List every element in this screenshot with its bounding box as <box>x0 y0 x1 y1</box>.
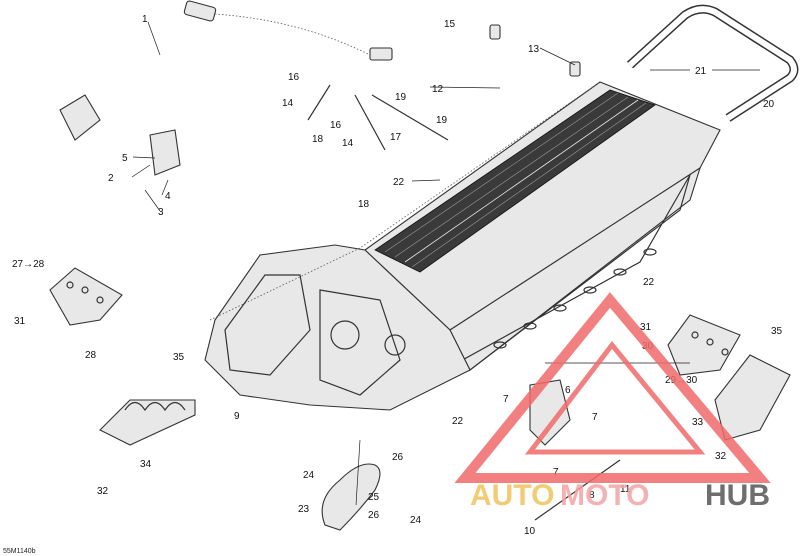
diagram-code: 55M1140b <box>3 548 36 555</box>
right-footrest <box>667 314 741 376</box>
lower-rod <box>534 459 621 521</box>
callout-labels: 1 2 3 4 5 6 7 7 7 8 9 10 11 12 13 14 14 … <box>3 14 783 555</box>
callout-31a: 31 <box>14 316 26 327</box>
callout-1: 1 <box>142 14 148 25</box>
callout-14b: 14 <box>342 138 354 149</box>
callout-15: 15 <box>444 19 456 30</box>
steering-support-frame <box>59 0 371 176</box>
right-lower-bracket <box>714 354 791 441</box>
frame-bracket-right <box>149 129 181 176</box>
callout-21: 21 <box>695 66 707 77</box>
callout-5: 5 <box>122 153 128 164</box>
callout-16b: 16 <box>330 120 342 131</box>
upper-struts <box>307 24 581 151</box>
callout-4: 4 <box>165 191 171 202</box>
callout-7c: 7 <box>553 467 559 478</box>
callout-23: 23 <box>298 504 310 515</box>
callout-6: 6 <box>565 385 571 396</box>
watermark: AUTO MOTO HUB <box>454 292 771 512</box>
callout-19b: 19 <box>436 115 448 126</box>
callout-25: 25 <box>368 492 380 503</box>
chassis-window-center <box>319 289 401 396</box>
callout-35a: 35 <box>173 352 185 363</box>
chassis-outline-dots <box>209 81 601 321</box>
callout-2: 2 <box>108 173 114 184</box>
callout-11: 11 <box>620 484 631 495</box>
left-footrest <box>49 267 123 326</box>
callout-20: 20 <box>763 99 775 110</box>
callout-10: 10 <box>524 526 536 537</box>
callout-24a: 24 <box>303 470 315 481</box>
leader-lines <box>131 21 760 506</box>
callout-33: 33 <box>692 417 704 428</box>
callout-22c: 22 <box>452 416 464 427</box>
callout-27-28: 27→28 <box>12 259 45 270</box>
callout-12: 12 <box>432 84 444 95</box>
chassis-hole-2 <box>384 334 406 356</box>
callout-22b: 22 <box>643 277 655 288</box>
callout-22a: 22 <box>393 177 405 188</box>
callout-18a: 18 <box>312 134 324 145</box>
callout-17: 17 <box>390 132 402 143</box>
chassis-hole <box>330 320 360 350</box>
callout-7b: 7 <box>592 412 598 423</box>
watermark-moto: MOTO <box>560 479 649 512</box>
callout-26a: 26 <box>392 452 404 463</box>
chassis-window-left <box>224 274 311 376</box>
callout-35b: 35 <box>771 326 783 337</box>
rear-grab-handle <box>626 4 799 122</box>
callout-34: 34 <box>140 459 152 470</box>
callout-19a: 19 <box>395 92 407 103</box>
center-bracket <box>529 379 571 446</box>
callout-31b: 31 <box>640 322 652 333</box>
callout-14a: 14 <box>282 98 294 109</box>
callout-3: 3 <box>158 207 164 218</box>
callout-32b: 32 <box>715 451 727 462</box>
watermark-auto: AUTO <box>470 479 554 512</box>
callout-26b: 26 <box>368 510 380 521</box>
rail-slots <box>493 248 657 349</box>
watermark-hub: HUB <box>705 479 770 512</box>
watermark-triangle-icon <box>454 292 771 483</box>
callout-8: 8 <box>589 490 595 501</box>
callout-9: 9 <box>234 411 240 422</box>
callout-7a: 7 <box>503 394 509 405</box>
front-chassis <box>204 244 471 411</box>
tunnel-chassis <box>204 81 721 411</box>
callout-16a: 16 <box>288 72 300 83</box>
callout-13: 13 <box>528 44 540 55</box>
running-board-shield <box>321 463 381 531</box>
callout-28: 28 <box>85 350 97 361</box>
frame-bracket-left <box>59 94 101 141</box>
callout-32a: 32 <box>97 486 109 497</box>
watermark-inner-triangle-icon <box>524 340 706 455</box>
callout-24b: 24 <box>410 515 422 526</box>
left-lower-bracket <box>99 399 196 446</box>
callout-18b: 18 <box>358 199 370 210</box>
heat-exchanger <box>374 89 656 273</box>
